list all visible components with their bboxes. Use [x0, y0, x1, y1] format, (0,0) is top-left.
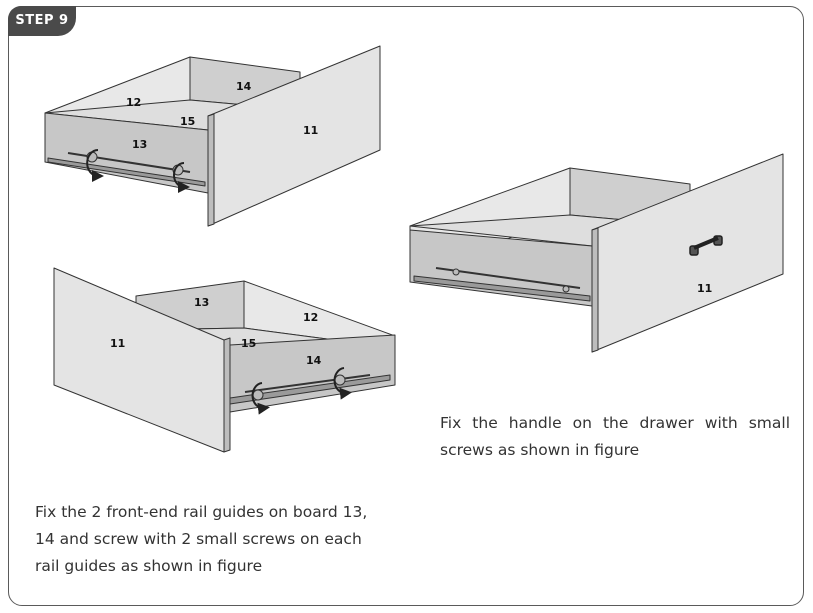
label-board-14: 14	[236, 80, 252, 93]
drawer-figure-right	[409, 153, 784, 353]
drawer-handle-icon	[689, 235, 723, 256]
label-board-11: 11	[303, 124, 318, 137]
label-board-15: 15	[180, 115, 195, 128]
step-badge: STEP 9	[8, 6, 76, 36]
label-board-14: 14	[306, 354, 322, 367]
label-board-13: 13	[132, 138, 147, 151]
label-board-12: 12	[303, 311, 318, 324]
caption-rail-guides: Fix the 2 front-end rail guides on board…	[35, 503, 368, 575]
step-frame	[8, 6, 804, 606]
label-board-11: 11	[110, 337, 125, 350]
drawer-figure-top-left	[44, 45, 381, 227]
drawer-figure-bottom-left	[53, 267, 396, 453]
label-board-15: 15	[241, 337, 256, 350]
caption-handle: Fix the handle on the drawer with small …	[440, 414, 790, 459]
label-board-12: 12	[126, 96, 141, 109]
label-board-11: 11	[697, 282, 712, 295]
label-board-13: 13	[194, 296, 209, 309]
